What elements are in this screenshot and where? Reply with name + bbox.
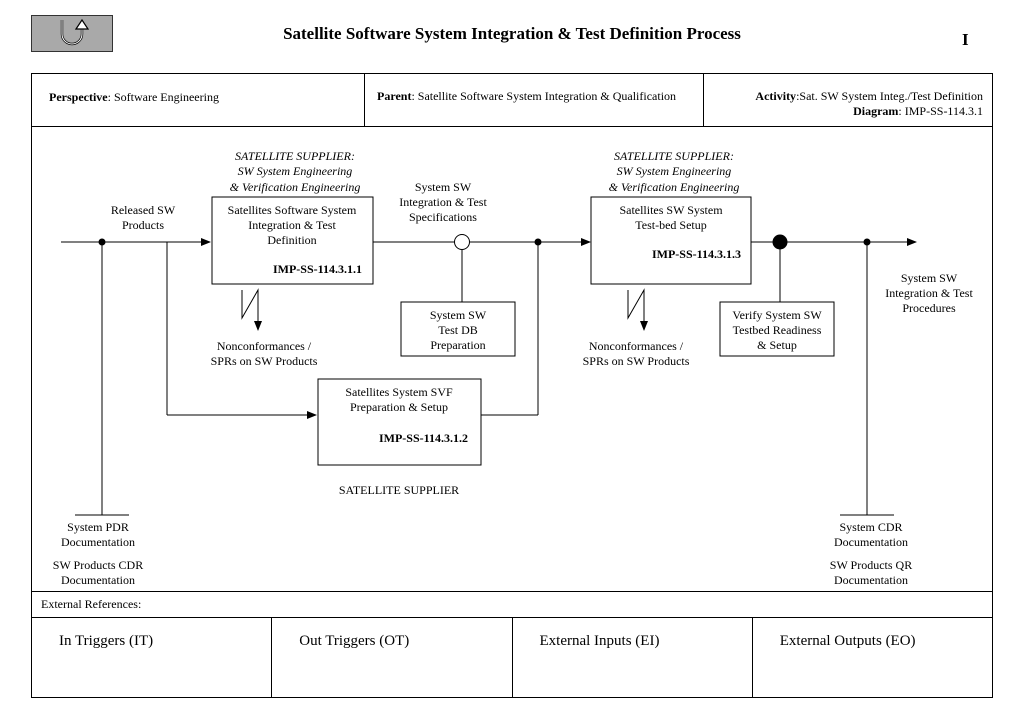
external-outputs-cell: External Outputs (EO) [779, 633, 916, 649]
parent-value: : Satellite Software System Integration … [411, 89, 677, 103]
box1-line1: Satellites Software System [228, 203, 357, 217]
external-references-table: In Triggers (IT) Out Triggers (OT) Exter… [31, 617, 993, 698]
junction-dot-left [98, 238, 106, 246]
box3-line1: Satellites SW System [619, 203, 723, 217]
box2-line2: Preparation & Setup [350, 400, 448, 414]
box2-id: IMP-SS-114.3.1.2 [379, 431, 468, 445]
box3-line2: Test-bed Setup [635, 218, 706, 232]
box1-line2: Integration & Test [248, 218, 336, 232]
nonconf1-line2: SPRs on SW Products [211, 354, 318, 368]
out-triggers-cell: Out Triggers (OT) [272, 617, 513, 697]
sw-cdr-line2: Documentation [61, 573, 135, 587]
nonconf2-line1: Nonconformances / [589, 339, 684, 353]
info-header: Perspective: Software Engineering Parent… [31, 73, 993, 127]
procedures-line2: Integration & Test [885, 286, 973, 300]
db-prep-line2: Test DB [438, 323, 478, 337]
diagram-value: : IMP-SS-114.3.1 [898, 104, 983, 118]
supplier1-line1: SATELLITE SUPPLIER: [235, 149, 355, 163]
box-db-preparation [400, 301, 516, 357]
supplier2-line1: SATELLITE SUPPLIER: [614, 149, 734, 163]
external-inputs-cell: External Inputs (EI) [513, 617, 753, 697]
verify-line2: Testbed Readiness [733, 323, 822, 337]
nonconformance-arrow-1 [241, 288, 262, 331]
supplier2-line3: & Verification Engineering [609, 180, 740, 194]
sw-cdr-line1: SW Products CDR [53, 558, 143, 572]
released-line2: Products [122, 218, 164, 232]
box-integration-definition [211, 196, 374, 285]
activity-value: :Sat. SW System Integ./Test Definition [796, 89, 983, 103]
verify-line3: & Setup [757, 338, 797, 352]
nonconf1-line1: Nonconformances / [217, 339, 312, 353]
sys-cdr-line1: System CDR [839, 520, 902, 534]
specs-line2: Integration & Test [399, 195, 487, 209]
specs-line3: Specifications [409, 210, 477, 224]
parent-cell: Parent: Satellite Software System Integr… [364, 74, 704, 126]
supplier2-line2: SW System Engineering [617, 164, 732, 178]
sw-qr-line2: Documentation [834, 573, 908, 587]
open-connector-node [454, 234, 470, 250]
sw-qr-line1: SW Products QR [830, 558, 912, 572]
procedures-line1: System SW [901, 271, 958, 285]
nonconf2-line2: SPRs on SW Products [583, 354, 690, 368]
supplier1-line2: SW System Engineering [238, 164, 353, 178]
procedures-line3: Procedures [902, 301, 956, 315]
external-references-label: External References: [31, 591, 993, 618]
supplier1-line3: & Verification Engineering [230, 180, 361, 194]
perspective-value: : Software Engineering [107, 90, 219, 104]
satellite-supplier-label: SATELLITE SUPPLIER [339, 483, 459, 497]
db-prep-line1: System SW [430, 308, 487, 322]
in-triggers-cell: In Triggers (IT) [32, 617, 273, 697]
box-verify-testbed [719, 301, 835, 357]
filled-connector-node [772, 234, 788, 250]
perspective-cell: Perspective: Software Engineering [49, 90, 219, 142]
u-turn-arrow-icon [54, 16, 90, 51]
back-button[interactable] [31, 15, 113, 52]
released-line1: Released SW [111, 203, 176, 217]
junction-dot-mid [534, 238, 542, 246]
box1-id: IMP-SS-114.3.1.1 [273, 262, 362, 276]
sys-cdr-line2: Documentation [834, 535, 908, 549]
page-marker: I [962, 30, 969, 49]
perspective-label: Perspective [49, 90, 108, 104]
diagram-frame [31, 126, 993, 592]
specs-line1: System SW [415, 180, 472, 194]
junction-dot-right [863, 238, 871, 246]
page-title: Satellite Software System Integration & … [283, 24, 741, 43]
box1-line3: Definition [267, 233, 316, 247]
pdr-line1: System PDR [67, 520, 129, 534]
box-testbed-setup [590, 196, 752, 285]
activity-cell: Activity:Sat. SW System Integ./Test Defi… [703, 74, 992, 126]
box3-id: IMP-SS-114.3.1.3 [652, 247, 741, 261]
pdr-line2: Documentation [61, 535, 135, 549]
verify-line1: Verify System SW [732, 308, 822, 322]
diagram-label: Diagram [853, 104, 899, 118]
parent-label: Parent [377, 89, 412, 103]
box-svf-preparation [317, 378, 482, 466]
nonconformance-arrow-2 [627, 288, 648, 331]
db-prep-line3: Preparation [430, 338, 485, 352]
box2-line1: Satellites System SVF [345, 385, 453, 399]
activity-label: Activity [755, 89, 797, 103]
